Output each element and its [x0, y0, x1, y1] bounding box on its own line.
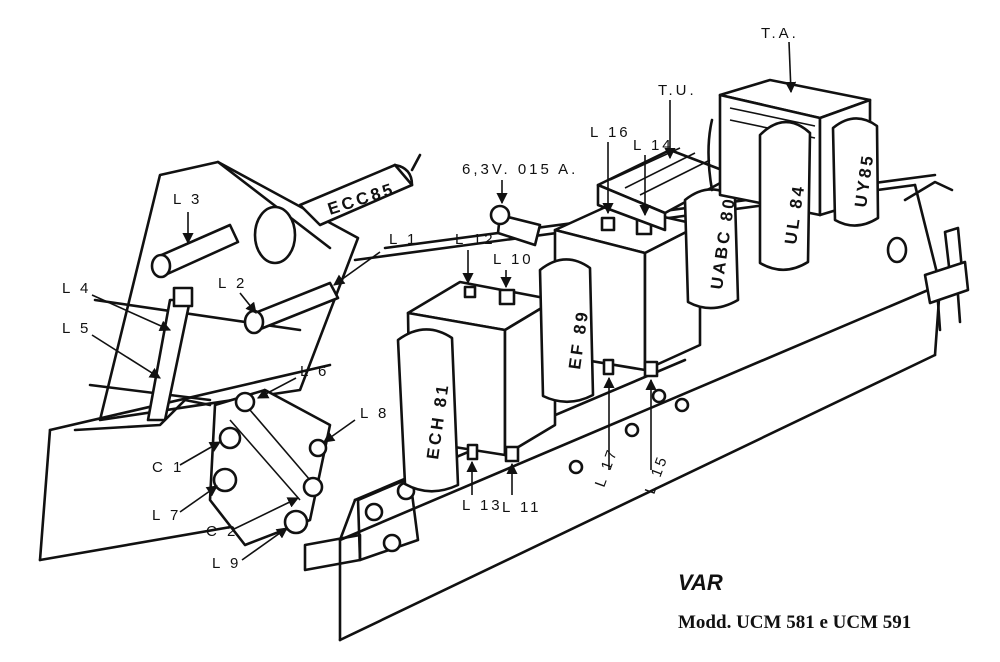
chassis-hole: [364, 236, 908, 553]
l12-label: L 12: [455, 231, 496, 248]
l4-label: L 4: [62, 280, 91, 297]
l15-label: L 15: [642, 452, 672, 496]
l11-label: L 11: [502, 499, 542, 516]
l7-label: L 7: [152, 507, 181, 524]
c1-label: C 1: [152, 459, 184, 476]
ta-label: T.A.: [761, 25, 799, 42]
ul84-tube: UL 84: [758, 120, 812, 272]
ech81-tube: ECH 81: [396, 328, 460, 493]
chassis: [38, 173, 942, 642]
l16-label: L 16: [590, 124, 631, 141]
l9-label: L 9: [212, 555, 241, 572]
l6-label: L 6: [300, 363, 329, 380]
pilot-lamp: [489, 204, 542, 247]
l2-label: L 2: [218, 275, 247, 292]
l17-label: L 17: [592, 445, 622, 489]
coil-block: [208, 388, 332, 547]
uy85-tube: UY85: [831, 117, 880, 227]
ecc85-tube: ECC85: [298, 153, 422, 227]
l1-label: L 1: [389, 231, 418, 248]
tu-label: T.U.: [658, 82, 697, 99]
c2-label: C 2: [206, 523, 238, 540]
l13-label: L 13: [462, 497, 503, 514]
brand-logo: VAR: [678, 570, 723, 595]
mains-plug: [903, 180, 970, 332]
ef89-tube: EF 89: [538, 258, 595, 404]
l10-label: L 10: [493, 251, 534, 268]
tuner-shaft: [146, 223, 340, 422]
lamp-label: 6,3V. 015 A.: [462, 161, 578, 178]
output-transformer: [596, 147, 737, 232]
callouts: T.A. T.U. L 16 L 14 6,3V. 015 A. L 12 L …: [62, 25, 799, 572]
l5-label: L 5: [62, 320, 91, 337]
l8-label: L 8: [360, 405, 389, 422]
model-caption: Modd. UCM 581 e UCM 591: [678, 612, 911, 633]
uabc80-tube: UABC 80: [683, 188, 740, 310]
l14-label: L 14: [633, 137, 674, 154]
l3-label: L 3: [173, 191, 202, 208]
